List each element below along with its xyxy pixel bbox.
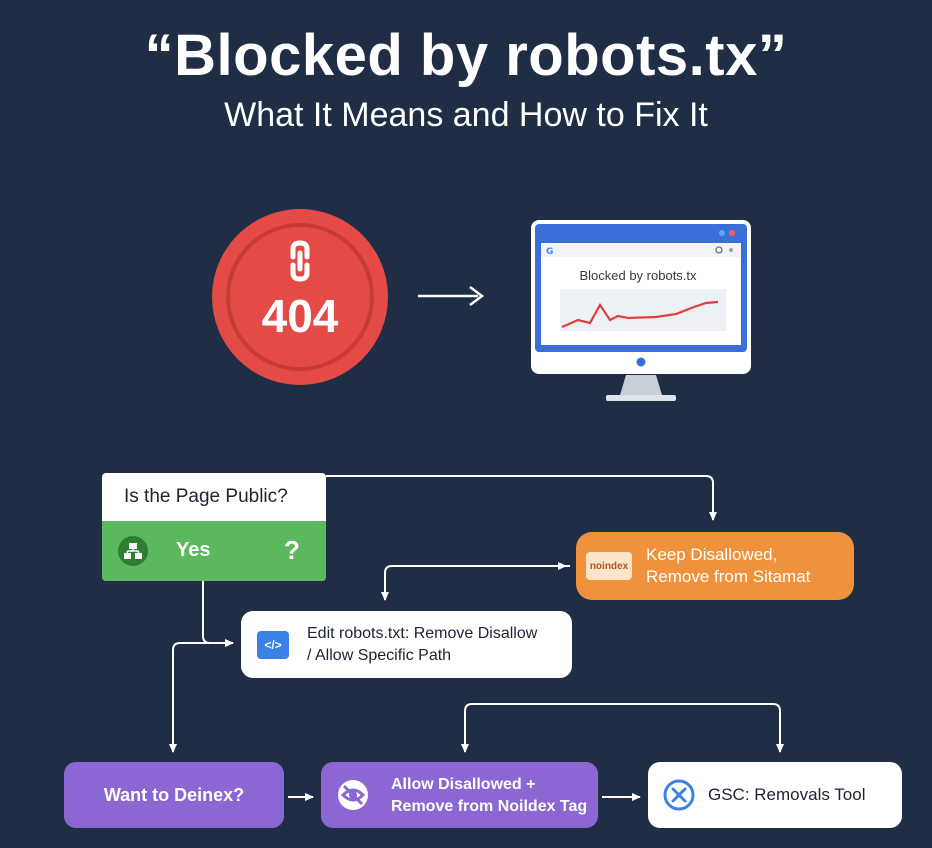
edit-robots-box: </> Edit robots.txt: Remove Disallow / A… (241, 611, 572, 678)
arrow-right-icon (418, 286, 485, 306)
allow-line2: Remove from Noildex Tag (391, 798, 588, 815)
allow-disallowed-box: Allow Disallowed + Remove from Noildex T… (321, 762, 598, 828)
close-circle-icon (663, 779, 695, 811)
connector-yes-edit (202, 581, 234, 647)
connector-to-deindex (169, 642, 233, 753)
deindex-box: Want to Deinex? (64, 762, 284, 828)
monitor-illustration: G (531, 220, 751, 401)
gsc-label: GSC: Removals Tool (708, 785, 866, 804)
monitor-label: Blocked by robots.tx (579, 268, 697, 283)
noindex-tag-icon: noindex (586, 552, 632, 580)
keep-text: Keep Disallowed, Remove from Sitamat (646, 544, 810, 588)
question-mark: ? (284, 535, 300, 565)
connector-keep-edit (381, 565, 570, 601)
gsc-removals-box: GSC: Removals Tool (648, 762, 902, 828)
keep-disallowed-box: noindex Keep Disallowed, Remove from Sit… (576, 532, 854, 600)
connector-loop (464, 703, 781, 752)
badge-ring (226, 223, 374, 371)
edit-line2: / Allow Specific Path (307, 647, 452, 664)
page-title: “Blocked by robots.tx” (144, 23, 788, 88)
connector-question-keep (326, 475, 717, 521)
keep-line2: Remove from Sitamat (646, 567, 811, 586)
code-file-icon: </> (257, 631, 289, 659)
error-code: 404 (261, 290, 339, 342)
keep-line1: Keep Disallowed, (646, 545, 778, 564)
svg-text:G: G (546, 247, 553, 257)
yes-label: Yes (176, 539, 211, 561)
error-404-badge: 404 (212, 209, 388, 385)
question-box: Is the Page Public? Yes ? (102, 473, 326, 581)
edit-line1: Edit robots.txt: Remove Disallow (307, 625, 538, 642)
sitemap-icon (118, 536, 148, 566)
allow-line1: Allow Disallowed + (391, 776, 536, 793)
broken-link-icon (290, 240, 310, 282)
question-label: Is the Page Public? (124, 486, 288, 507)
yes-branch: Yes ? (102, 521, 326, 581)
allow-text: Allow Disallowed + Remove from Noildex T… (391, 774, 587, 818)
page-subtitle: What It Means and How to Fix It (224, 96, 708, 134)
edit-text: Edit robots.txt: Remove Disallow / Allow… (307, 623, 537, 667)
eye-slash-icon (338, 780, 368, 810)
